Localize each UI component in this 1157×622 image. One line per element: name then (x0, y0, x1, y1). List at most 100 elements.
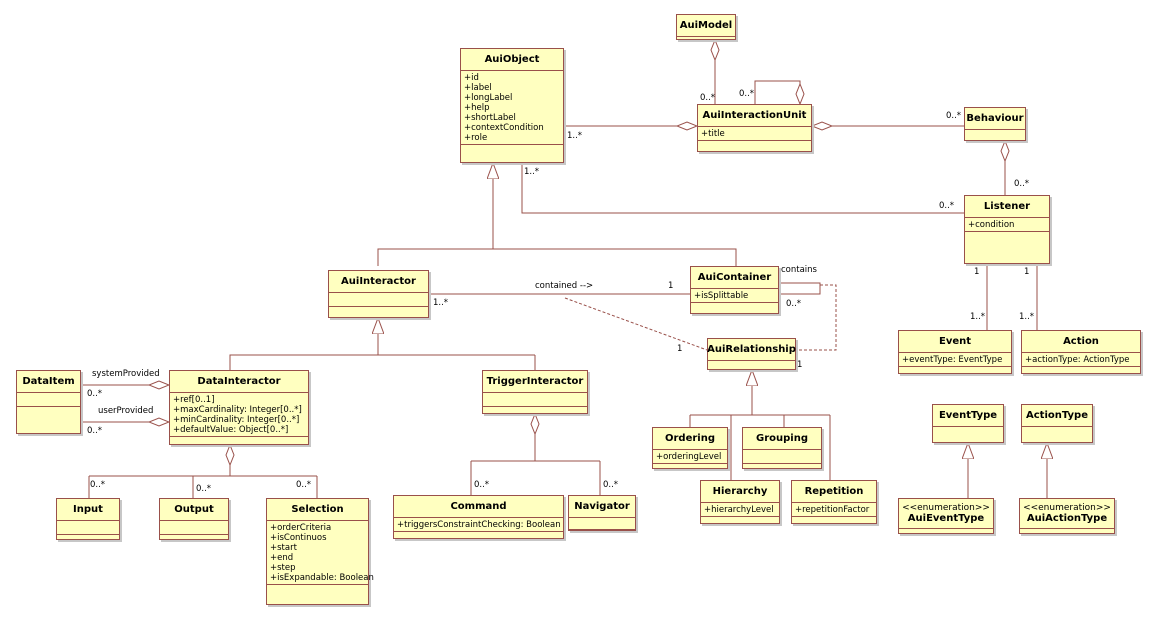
attribute-list: +ref[0..1] +maxCardinality: Integer[0..*… (170, 393, 308, 437)
class-header: Grouping (743, 428, 821, 450)
attribute: +actionType: ActionType (1025, 355, 1130, 365)
class-header: Behaviour (965, 108, 1025, 130)
class-name: TriggerInteractor (486, 376, 584, 387)
class-aui-object[interactable]: AuiObject +id +label +longLabel +help +s… (460, 48, 564, 163)
class-name: Navigator (574, 501, 630, 512)
class-name: AuiContainer (697, 272, 772, 283)
class-header: Hierarchy (701, 481, 779, 503)
attribute-list: +condition (965, 218, 1049, 232)
class-name: Listener (983, 201, 1031, 212)
class-name: AuiObject (484, 54, 540, 65)
container-generalization (493, 248, 737, 266)
class-navigator[interactable]: Navigator (568, 495, 636, 531)
class-ordering[interactable]: Ordering +orderingLevel (652, 427, 728, 469)
class-header: Command (394, 496, 563, 518)
class-action-type[interactable]: ActionType (1021, 404, 1093, 443)
class-action[interactable]: Action +actionType: ActionType (1021, 330, 1141, 374)
attribute: +repetitionFactor (795, 505, 870, 515)
multiplicity-label: 0..* (946, 111, 962, 121)
class-aui-relationship[interactable]: AuiRelationship (707, 338, 796, 370)
class-selection[interactable]: Selection +orderCriteria +isContinuos +s… (266, 498, 374, 605)
class-aui-event-type[interactable]: <<enumeration>> AuiEventType (898, 498, 994, 534)
attribute-list (483, 393, 587, 407)
class-command[interactable]: Command +triggersConstraintChecking: Boo… (393, 495, 564, 539)
interactor-generalization (377, 248, 493, 266)
attribute: +ref[0..1] (173, 395, 215, 405)
attribute-list: +orderingLevel (653, 450, 727, 464)
attribute: +label (464, 83, 492, 93)
multiplicity-label: 1..* (567, 131, 583, 141)
attribute: +condition (968, 220, 1015, 230)
class-header: TriggerInteractor (483, 371, 587, 393)
class-grouping[interactable]: Grouping (742, 427, 822, 469)
attribute: +help (464, 103, 490, 113)
class-event-type[interactable]: EventType (932, 404, 1004, 443)
class-name: AuiEventType (907, 513, 985, 524)
class-aui-container[interactable]: AuiContainer +isSplittable (690, 266, 779, 314)
class-output[interactable]: Output (159, 498, 229, 540)
attribute: +hierarchyLevel (704, 505, 774, 515)
class-header: AuiInteractor (329, 271, 428, 293)
multiplicity-label: 1..* (524, 167, 540, 177)
attribute-list: +id +label +longLabel +help +shortLabel … (461, 71, 563, 145)
attribute-list (329, 293, 428, 307)
attribute-list (743, 450, 821, 464)
multiplicity-label: 0..* (87, 426, 103, 436)
multiplicity-label: 0..* (786, 299, 802, 309)
association-name: contained --> (535, 281, 594, 291)
attribute: +end (270, 553, 294, 563)
attribute: +longLabel (464, 93, 513, 103)
class-repetition[interactable]: Repetition +repetitionFactor (791, 480, 877, 524)
class-listener[interactable]: Listener +condition (964, 195, 1050, 264)
unit-self-aggregation (754, 80, 800, 104)
attribute-list: +actionType: ActionType (1022, 353, 1140, 367)
multiplicity-label: 0..* (87, 389, 103, 399)
attribute: +step (270, 563, 296, 573)
class-data-interactor[interactable]: DataInteractor +ref[0..1] +maxCardinalit… (169, 370, 309, 445)
class-header: DataInteractor (170, 371, 308, 393)
class-data-item[interactable]: DataItem (16, 370, 81, 434)
class-trigger-interactor[interactable]: TriggerInteractor (482, 370, 588, 414)
class-name: Action (1063, 336, 1099, 347)
class-aui-interactor[interactable]: AuiInteractor (328, 270, 429, 318)
multiplicity-label: 0..* (474, 480, 490, 490)
attribute: +isExpandable: Boolean (270, 573, 374, 583)
class-aui-model[interactable]: AuiModel (676, 14, 736, 40)
class-aui-interaction-unit[interactable]: AuiInteractionUnit +title (697, 104, 812, 152)
attribute: +title (701, 129, 725, 139)
attribute-list (160, 521, 228, 535)
multiplicity-label: 1..* (433, 298, 449, 308)
attribute: +isContinuos (270, 533, 327, 543)
class-name: ActionType (1026, 410, 1088, 421)
multiplicity-label: 0..* (939, 201, 955, 211)
attribute-list: +hierarchyLevel (701, 503, 779, 517)
class-input[interactable]: Input (56, 498, 120, 540)
class-name: Selection (291, 504, 344, 515)
attribute: +contextCondition (464, 123, 544, 133)
attribute: +role (464, 133, 488, 143)
class-header: AuiObject (461, 49, 563, 71)
class-header: DataItem (17, 371, 80, 393)
attribute: +shortLabel (464, 113, 516, 123)
class-name: Event (938, 336, 972, 347)
class-behaviour[interactable]: Behaviour (964, 107, 1026, 141)
multiplicity-label: 1..* (970, 312, 986, 322)
class-name: AuiInteractor (341, 276, 416, 287)
attribute: +maxCardinality: Integer[0..*] (173, 405, 302, 415)
class-header: ActionType (1022, 405, 1092, 427)
attribute: +isSplittable (694, 291, 749, 301)
multiplicity-label: 1 (677, 344, 683, 354)
class-header: <<enumeration>> AuiActionType (1020, 499, 1114, 529)
attribute-list (17, 393, 80, 407)
class-hierarchy[interactable]: Hierarchy +hierarchyLevel (700, 480, 780, 524)
class-aui-action-type[interactable]: <<enumeration>> AuiActionType (1019, 498, 1115, 534)
attribute-list: +triggersConstraintChecking: Boolean (394, 518, 563, 532)
multiplicity-label: 1 (1024, 267, 1030, 277)
class-event[interactable]: Event +eventType: EventType (898, 330, 1012, 374)
class-header: AuiModel (677, 15, 735, 37)
class-header: Ordering (653, 428, 727, 450)
class-header: Navigator (569, 496, 635, 518)
attribute-list (57, 521, 119, 535)
class-name: Ordering (664, 433, 715, 444)
